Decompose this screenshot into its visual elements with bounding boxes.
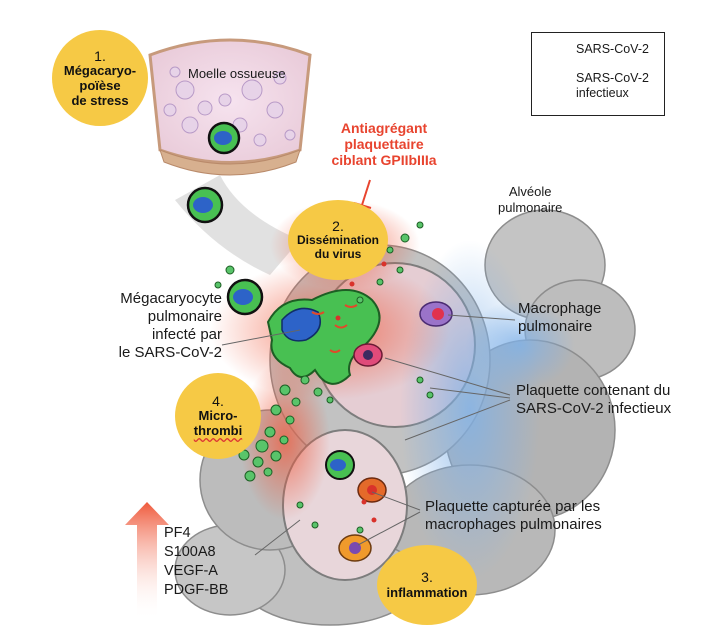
callout-lines [221,314,516,556]
platelet-captured-line2: macrophages pulmonaires [425,516,602,533]
macrophage-line1: Macrophage [518,300,602,317]
macrophage-label: Macrophage pulmonaire [518,300,601,336]
bone-marrow-section [148,38,312,176]
megakaryocyte-line2: pulmonaire [147,308,222,325]
step-1-line1: Mégacaryo- [63,62,137,78]
macrophage-middle [353,343,383,367]
legend-infectious-line1: SARS-CoV-2 [576,71,649,85]
factor-pf4: PF4 [164,525,191,541]
step-3-line1: inflammation [386,584,468,600]
circulating-megakaryocyte-1 [186,186,224,224]
legend-box: SARS-CoV-2 SARS-CoV-2 infectieux [531,32,665,116]
megakaryocyte-line3: infecté par [151,326,222,343]
antiplatelet-line1: Antiagrégant [340,120,428,136]
alveolus-line1: Alvéole [508,184,552,199]
legend-infectious-line2: infectieux [576,86,629,100]
platelet-captured-line1: Plaquette capturée par les [425,498,601,515]
antiplatelet-line3: ciblant GPIIbIIIa [331,152,437,169]
platelet-virus-line2: SARS-CoV-2 infectieux [516,400,672,417]
infected-megakaryocyte [266,289,381,385]
platelet-virus-line1: Plaquette contenant du [516,382,671,399]
step-1-line2: poïèse [79,77,121,93]
megakaryocyte-line4: le SARS-CoV-2 [118,344,222,361]
macrophage-line2: pulmonaire [518,318,593,335]
virus-particles [335,261,387,523]
step-1-line3: de stress [71,92,129,108]
megakaryocyte-in-alveolus [325,450,355,480]
macrophage-bottom [338,534,372,562]
antiplatelet-label: Antiagrégant plaquettaire ciblant GPIIbI… [318,120,450,168]
step-4-bubble: 4. Micro- thrombi [175,373,261,459]
step-1-number: 1. [94,47,106,64]
step-3-number: 3. [421,569,433,586]
step-2-line1: Dissémination [296,233,380,248]
step-3-bubble: 3. inflammation [377,545,477,625]
increase-arrow [125,502,169,620]
step-2-bubble: 2. Dissémination du virus [288,200,388,280]
platelet-cluster [214,221,434,534]
factor-s100a8: S100A8 [164,543,216,560]
step-4-line1: Micro- [198,408,238,424]
megakaryocyte-label: Mégacaryocyte pulmonaire infecté par le … [52,290,222,362]
macrophage-lower [357,477,387,503]
factor-pdgf-bb: PDGF-BB [164,581,229,598]
antiplatelet-line2: plaquettaire [344,136,424,153]
factor-vegf-a: VEGF-A [164,562,218,579]
alveolus-label: Alvéole pulmonaire [498,184,562,217]
step-2-line2: du virus [314,247,362,262]
macrophage-upper [419,301,453,327]
legend-virus-label: SARS-CoV-2 [576,42,649,56]
step-2-number: 2. [332,218,344,235]
megakaryocyte-line1: Mégacaryocyte [120,290,222,307]
legend-infectious-label: SARS-CoV-2 infectieux [576,71,649,101]
step-1-bubble: 1. Mégacaryo- poïèse de stress [52,30,148,126]
bone-marrow-label: Moelle ossueuse [188,66,286,81]
factor-list: PF4 S100A8 VEGF-A PDGF-BB [164,524,228,599]
step-4-number: 4. [212,393,224,410]
marrow-megakaryocyte [207,121,241,155]
step-4-line2: thrombi [193,423,243,439]
circulating-megakaryocyte-2 [226,278,264,316]
platelet-captured-label: Plaquette capturée par les macrophages p… [425,498,602,534]
alveolus-line2: pulmonaire [498,200,563,216]
platelet-virus-label: Plaquette contenant du SARS-CoV-2 infect… [516,382,671,418]
